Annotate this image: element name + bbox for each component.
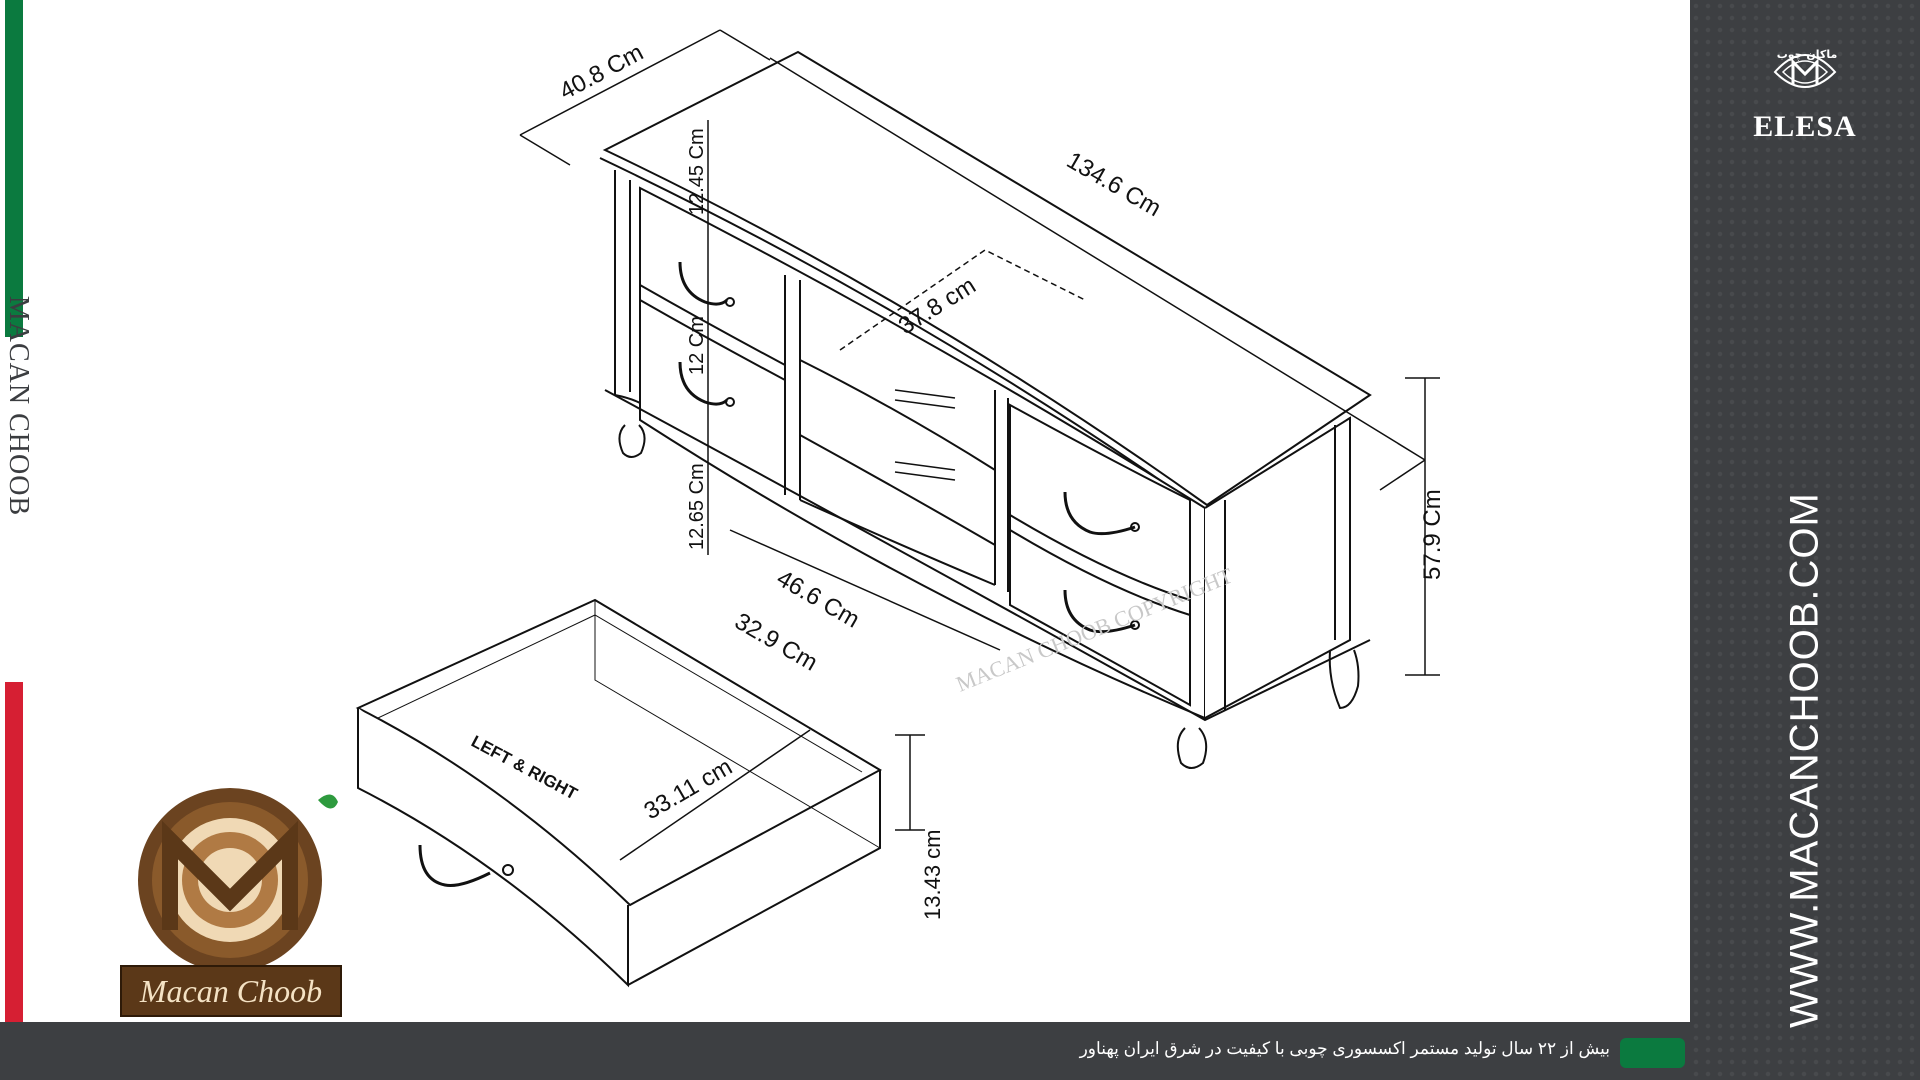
brand-side-panel: ماکان چوب ELESA WWW.MACANCHOOB.COM [1690,0,1920,1080]
logo-arabic-text: ماکان چوب [1777,48,1838,61]
footer-tagline: بیش از ۲۲ سال تولید مستمر اکسسوری چوبی ب… [1079,1039,1610,1058]
side-website-url[interactable]: WWW.MACANCHOOB.COM [1782,492,1827,1028]
dimension-lines [519,29,1440,861]
footer-green-pill [1620,1038,1685,1068]
rail-red-bar [5,682,23,1022]
furniture-diagram: 40.8 Cm 134.6 Cm 57.9 Cm 12.45 Cm 12 Cm … [355,29,1446,988]
macan-choob-logo [138,788,338,972]
tv-stand-drawing [355,50,1372,988]
dim-height-label: 57.9 Cm [1419,489,1446,580]
dim-depth-label: 40.8 Cm [555,39,648,105]
dim-bottom-drawer-label: 12.65 Cm [686,463,708,550]
dim-top-drawer-label: 12.45 Cm [686,128,708,215]
dim-drawer-height-label: 13.43 cm [920,830,945,921]
side-brand-title: ELESA [1753,110,1857,143]
rail-green-bar [5,0,23,337]
dim-width-label: 134.6 Cm [1062,147,1166,222]
dim-mid-drawer-label: 12 Cm [686,316,708,375]
macan-choob-plate: Macan Choob [120,965,342,1017]
dim-shelf-depth-label: 46.6 Cm [772,565,864,634]
footer-bar: بیش از ۲۲ سال تولید مستمر اکسسوری چوبی ب… [0,1022,1690,1080]
dim-drawer-width-label: 32.9 Cm [730,608,822,677]
macan-choob-mini-logo: ماکان چوب [1773,48,1838,88]
